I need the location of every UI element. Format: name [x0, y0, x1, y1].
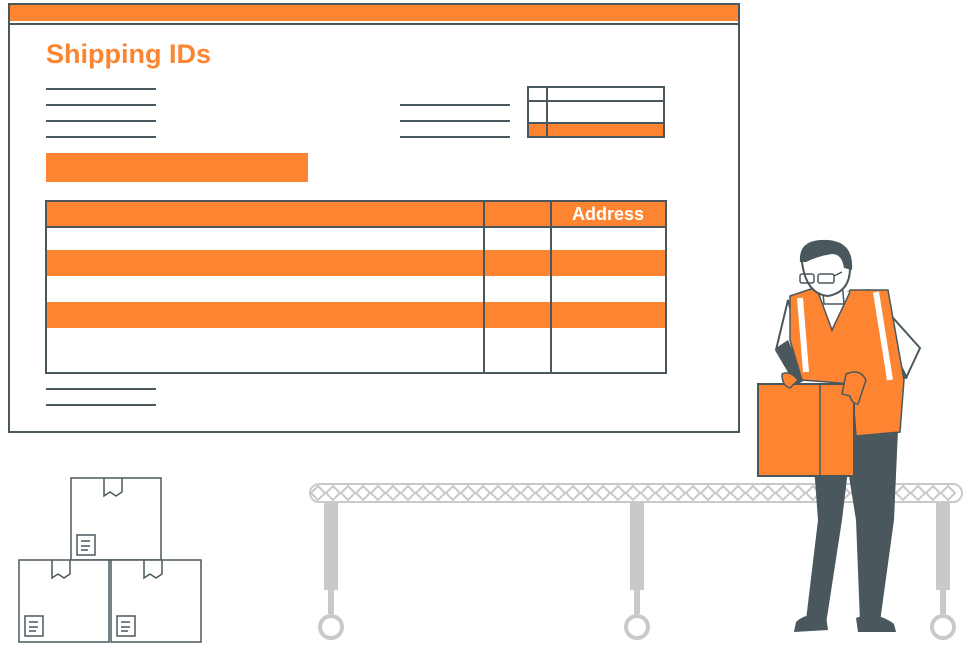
cardboard-box-icon [110, 559, 202, 643]
conveyor-leg [930, 502, 956, 640]
window-title-bar-fill [10, 5, 738, 21]
conveyor-roller [519, 484, 537, 502]
conveyor-roller [414, 484, 432, 502]
conveyor-roller [534, 484, 552, 502]
page-title: Shipping IDs [46, 39, 211, 69]
conveyor-roller [744, 484, 762, 502]
conveyor-roller [324, 484, 342, 502]
conveyor-roller [474, 484, 492, 502]
hair [799, 239, 853, 270]
summary-grid [527, 86, 665, 138]
conveyor-roller [939, 484, 957, 502]
conveyor-roller [729, 484, 747, 502]
conveyor-roller [774, 484, 792, 502]
conveyor-roller [789, 484, 807, 502]
table-row-highlight [46, 250, 666, 276]
conveyor-roller [339, 484, 357, 502]
conveyor-roller [549, 484, 567, 502]
cardboard-box-icon [70, 477, 162, 561]
conveyor-roller [504, 484, 522, 502]
conveyor-roller [894, 484, 912, 502]
conveyor-roller [759, 484, 777, 502]
window-title-bar [10, 5, 738, 25]
text-line [46, 388, 156, 390]
text-line [400, 104, 510, 106]
conveyor-roller [309, 484, 327, 502]
conveyor-roller [444, 484, 462, 502]
conveyor-roller [564, 484, 582, 502]
text-line [46, 88, 156, 90]
shipping-table: Address [45, 200, 667, 374]
conveyor-roller [579, 484, 597, 502]
cardboard-box-icon [18, 559, 110, 643]
text-line [46, 120, 156, 122]
summary-grid-highlight-row [528, 123, 664, 137]
held-box [757, 383, 855, 477]
conveyor-roller [429, 484, 447, 502]
conveyor-roller [924, 484, 942, 502]
table-header-address: Address [572, 204, 644, 224]
conveyor-roller [909, 484, 927, 502]
warehouse-worker-illustration [757, 239, 922, 632]
conveyor-roller [369, 484, 387, 502]
conveyor-roller [399, 484, 417, 502]
conveyor-roller [684, 484, 702, 502]
text-line [400, 120, 510, 122]
highlight-bar [46, 153, 308, 182]
conveyor-roller [669, 484, 687, 502]
conveyor-leg [318, 502, 344, 640]
conveyor-roller [489, 484, 507, 502]
conveyor-roller [639, 484, 657, 502]
conveyor-leg [624, 502, 650, 640]
roller-conveyor-illustration [309, 483, 963, 640]
conveyor-roller [609, 484, 627, 502]
conveyor-roller [354, 484, 372, 502]
conveyor-roller [594, 484, 612, 502]
stacked-boxes [18, 477, 202, 643]
conveyor-roller [714, 484, 732, 502]
conveyor-roller [384, 484, 402, 502]
conveyor-roller [654, 484, 672, 502]
text-line [400, 136, 510, 138]
text-line [46, 104, 156, 106]
text-line [46, 136, 156, 138]
conveyor-roller [624, 484, 642, 502]
text-line [46, 404, 156, 406]
table-header-row [46, 201, 666, 227]
shipping-label-icon [24, 615, 44, 637]
conveyor-roller [459, 484, 477, 502]
shipping-label-icon [116, 615, 136, 637]
shipping-label-icon [76, 534, 96, 556]
conveyor-roller [699, 484, 717, 502]
table-row-highlight [46, 302, 666, 328]
